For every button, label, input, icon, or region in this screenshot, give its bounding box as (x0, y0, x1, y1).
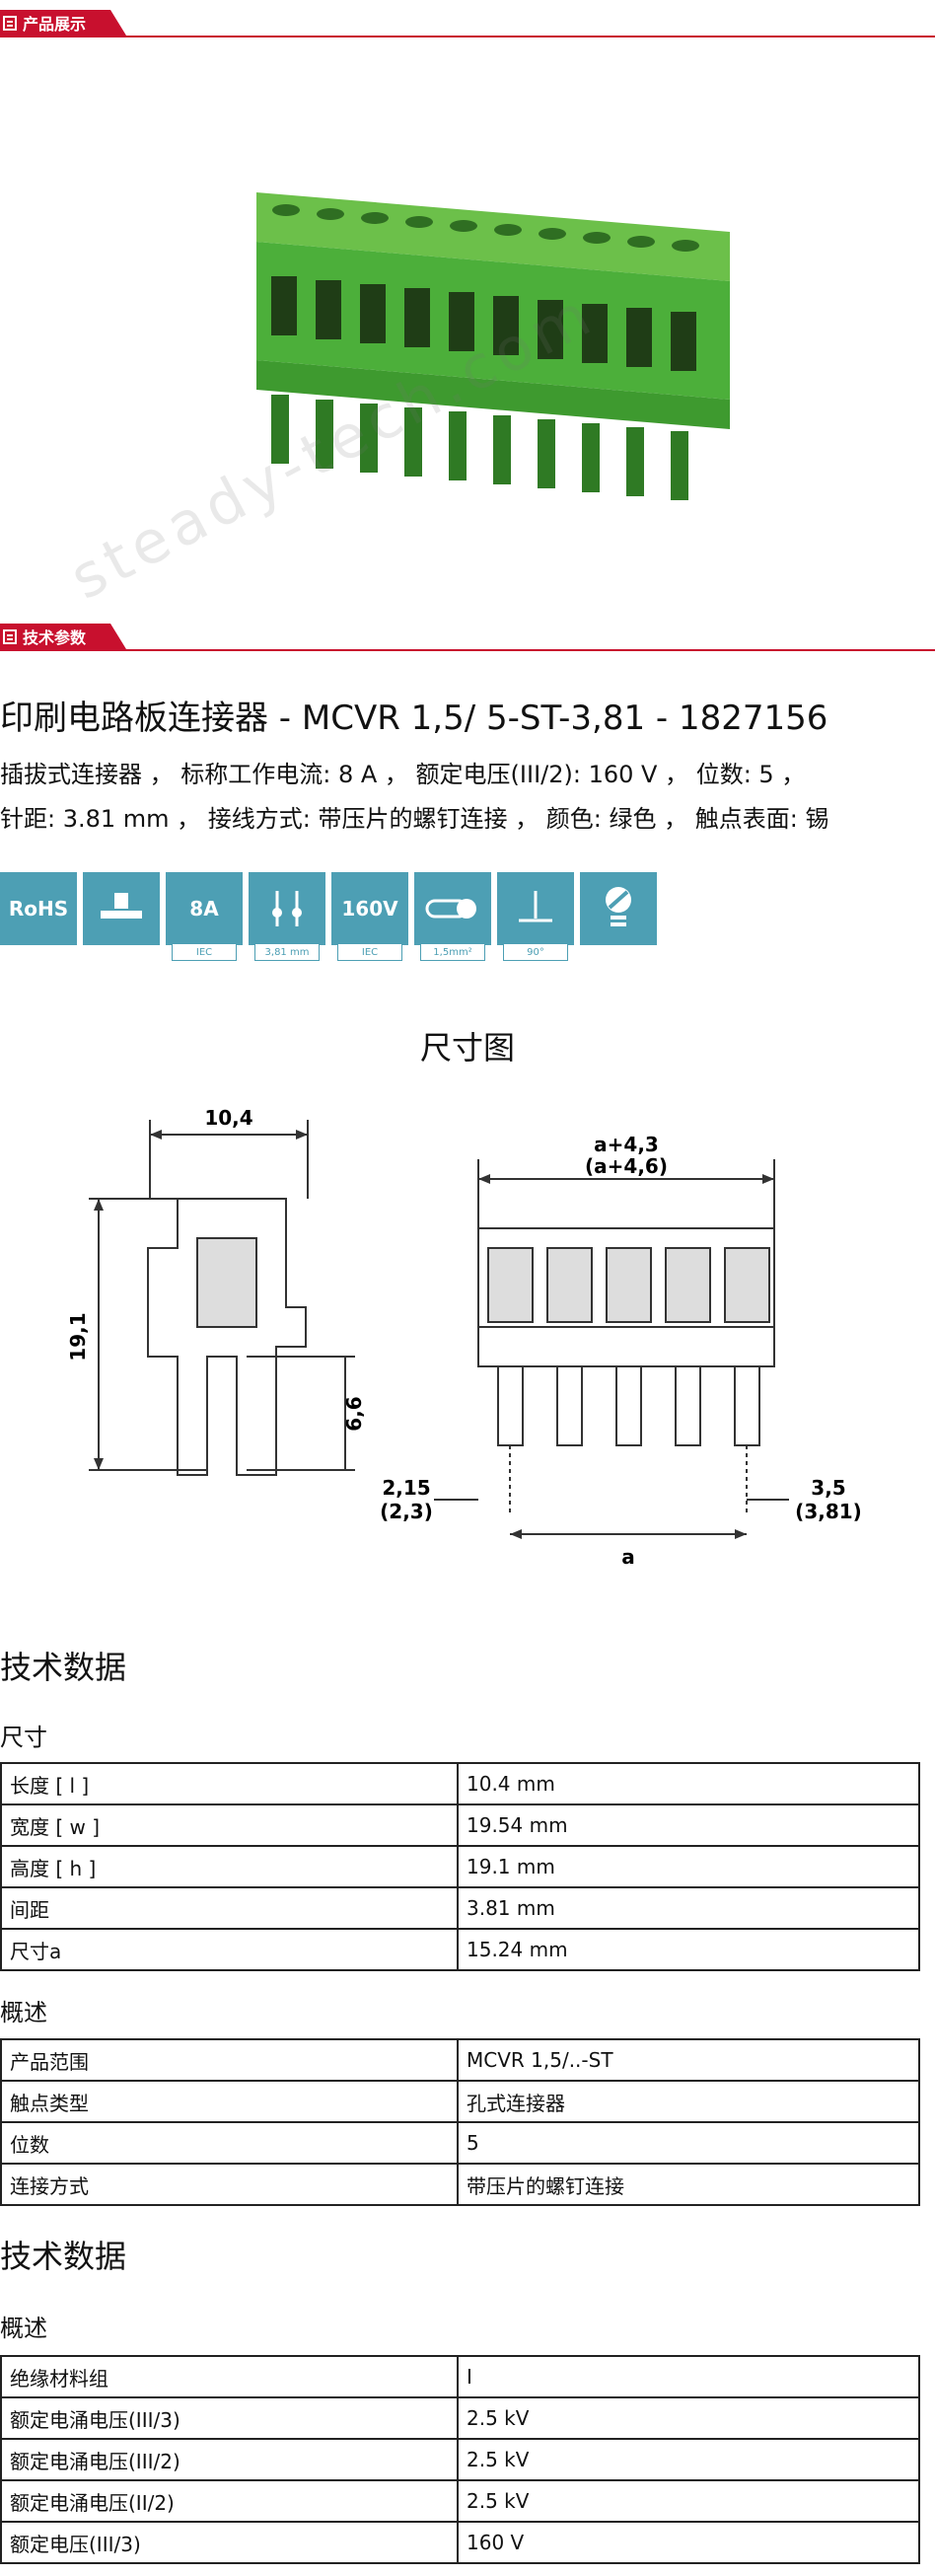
wire-icon: 1,5mm² (414, 872, 491, 961)
dim-right2: (3,81) (795, 1500, 862, 1523)
section1-group2: 概述 (0, 1999, 47, 2026)
dim-right1: 3,5 (811, 1476, 845, 1500)
section1-title: 技术数据 (0, 1649, 127, 1686)
table-row: 额定电涌电压(II/2)2.5 kV (0, 2479, 920, 2523)
section1-group1: 尺寸 (0, 1724, 47, 1751)
document-icon (3, 628, 17, 644)
section2-title: 技术数据 (0, 2238, 127, 2275)
product-image (256, 192, 730, 500)
banner-product: 产品展示 (0, 10, 935, 37)
dimension-drawing: 10,4 19,1 6,6 a+4,3 (a+4,6) 2,15 (2,3) 3… (66, 1106, 862, 1569)
table-row: 长度 [ l ]10.4 mm (0, 1762, 920, 1805)
table-row: 额定电涌电压(III/3)2.5 kV (0, 2396, 920, 2440)
document-icon (3, 15, 17, 31)
section2-group1: 概述 (0, 2315, 47, 2342)
table-row: 额定电涌电压(III/2)2.5 kV (0, 2438, 920, 2481)
screw-icon (580, 872, 657, 945)
banner-params-label: 技术参数 (23, 628, 87, 647)
dimensions-table: 长度 [ l ]10.4 mm 宽度 [ w ]19.54 mm 高度 [ h … (0, 1762, 920, 1971)
dim-a: a (621, 1545, 635, 1569)
dim-height: 19,1 (66, 1312, 90, 1361)
banner-params: 技术参数 (0, 624, 935, 651)
table-row: 宽度 [ w ]19.54 mm (0, 1803, 920, 1847)
plug-icon (83, 872, 160, 945)
dim-left2: (2,3) (380, 1500, 433, 1523)
dim-top2: (a+4,6) (585, 1154, 668, 1178)
product-desc-line1: 插拔式连接器 ， 标称工作电流: 8 A ， 额定电压(III/2): 160 … (0, 761, 806, 788)
pitch-icon: 3,81 mm (249, 872, 325, 961)
table-row: 触点类型孔式连接器 (0, 2080, 920, 2123)
banner-product-label: 产品展示 (23, 15, 87, 34)
dim-top1: a+4,3 (594, 1133, 659, 1156)
product-title: 印刷电路板连接器 - MCVR 1,5/ 5-ST-3,81 - 1827156 (0, 699, 828, 738)
product-desc-line2: 针距: 3.81 mm ， 接线方式: 带压片的螺钉连接 ， 颜色: 绿色 ， … (0, 805, 829, 833)
dim-pin: 6,6 (342, 1396, 366, 1431)
dim-left1: 2,15 (382, 1476, 430, 1500)
table-row: 连接方式带压片的螺钉连接 (0, 2163, 920, 2206)
table-row: 高度 [ h ]19.1 mm (0, 1845, 920, 1888)
table-row: 额定电压(III/3)160 V (0, 2521, 920, 2564)
rohs-icon: RoHS (0, 872, 77, 945)
angle-icon: 90° (497, 872, 574, 961)
diagram-title: 尺寸图 (419, 1029, 515, 1067)
dim-width: 10,4 (204, 1106, 252, 1130)
